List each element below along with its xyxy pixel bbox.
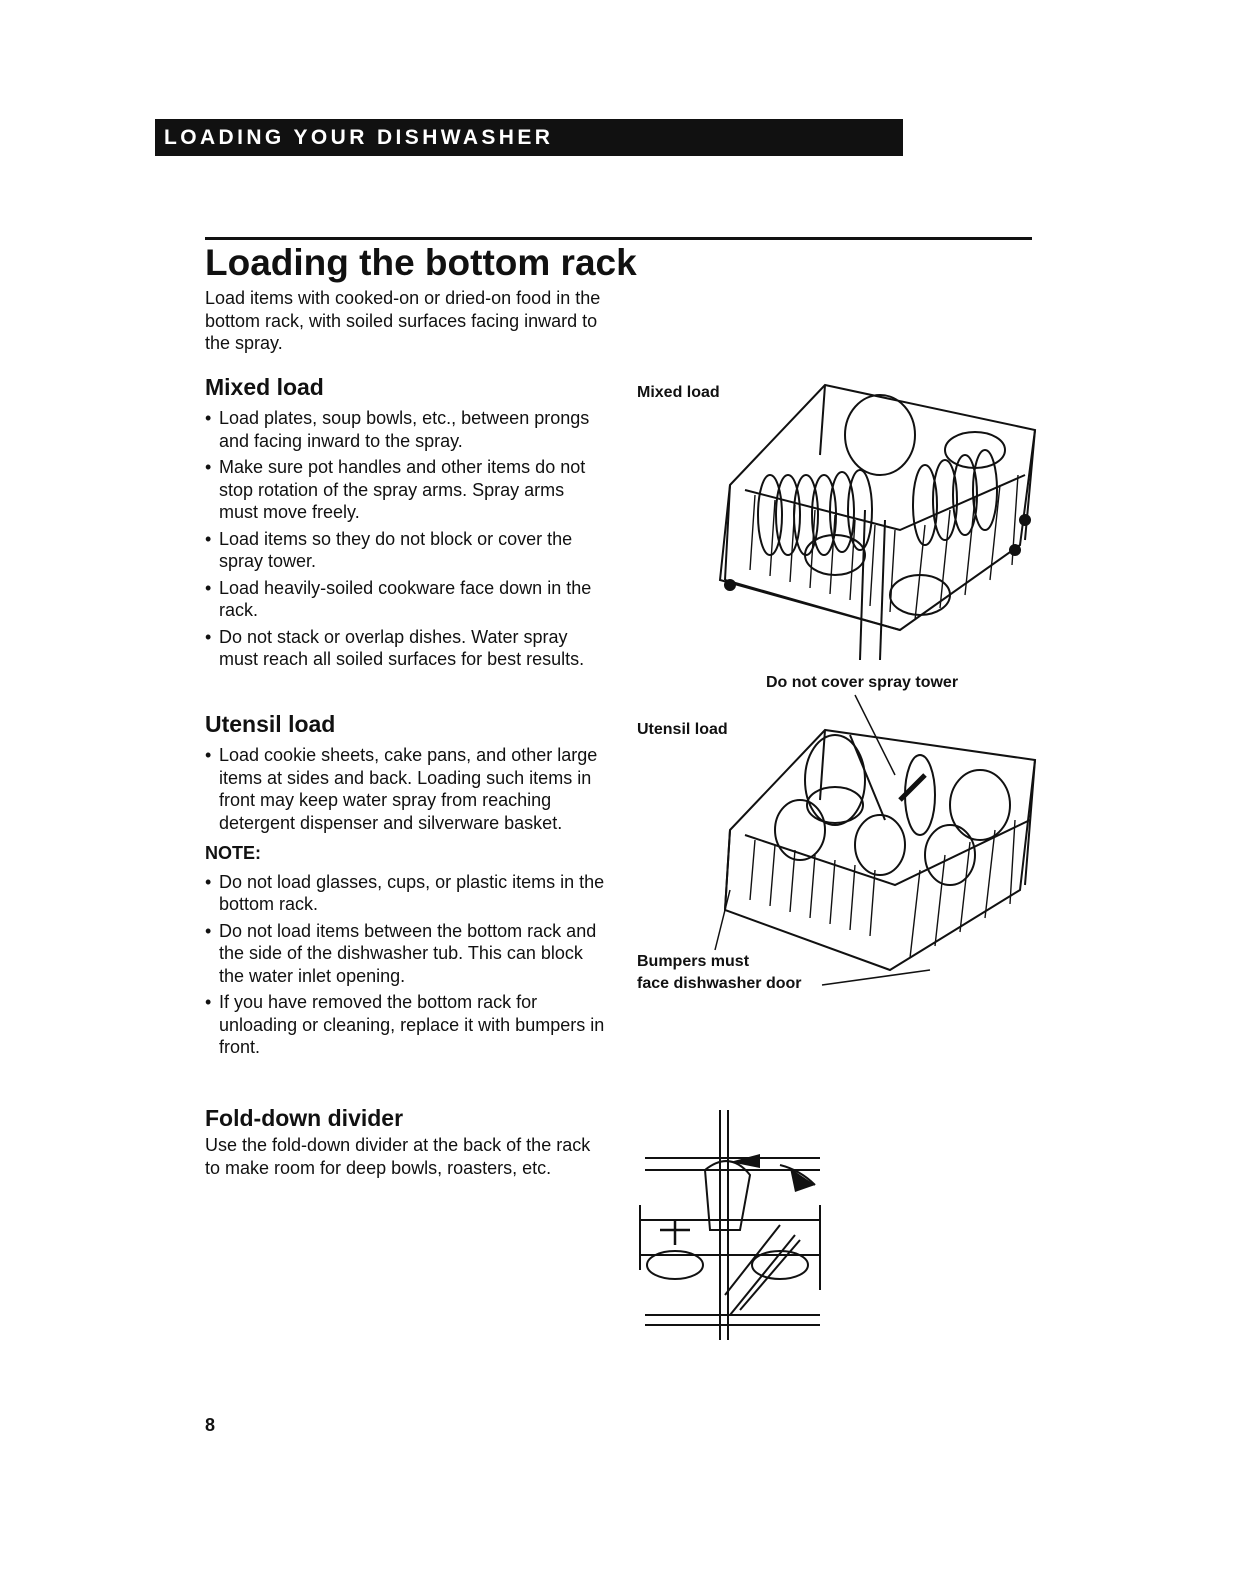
list-item: Load cookie sheets, cake pans, and other… xyxy=(205,744,605,834)
page-title: Loading the bottom rack xyxy=(205,242,637,283)
list-item: If you have removed the bottom rack for … xyxy=(205,991,605,1059)
fold-down-divider-illustration xyxy=(639,1110,821,1340)
title-rule xyxy=(205,237,1032,240)
note-label: NOTE: xyxy=(205,843,261,863)
bumpers-leader-line xyxy=(714,889,931,986)
utensil-load-figure-label: Utensil load xyxy=(637,721,728,738)
mixed-load-rack-illustration xyxy=(718,383,1037,661)
list-item: Load plates, soup bowls, etc., between p… xyxy=(205,407,605,452)
mixed-load-section: Mixed load Load plates, soup bowls, etc.… xyxy=(205,373,605,675)
fold-down-heading: Fold-down divider xyxy=(205,1105,404,1131)
mixed-load-list: Load plates, soup bowls, etc., between p… xyxy=(205,407,605,671)
mixed-load-heading: Mixed load xyxy=(205,374,324,400)
intro-paragraph: Load items with cooked-on or dried-on fo… xyxy=(205,288,601,353)
list-item: Do not load items between the bottom rac… xyxy=(205,920,605,988)
list-item: Make sure pot handles and other items do… xyxy=(205,456,605,524)
list-item: Do not load glasses, cups, or plastic it… xyxy=(205,871,605,916)
utensil-load-list: Load cookie sheets, cake pans, and other… xyxy=(205,744,605,834)
list-item: Load heavily-soiled cookware face down i… xyxy=(205,577,605,622)
list-item: Do not stack or overlap dishes. Water sp… xyxy=(205,626,605,671)
bumpers-callout-line1: Bumpers must xyxy=(637,953,750,970)
note-list: Do not load glasses, cups, or plastic it… xyxy=(205,871,605,1059)
spray-tower-callout: Do not cover spray tower xyxy=(766,674,959,691)
fold-down-section: Fold-down divider Use the fold-down divi… xyxy=(205,1104,605,1179)
page-number: 8 xyxy=(205,1415,216,1435)
mixed-load-figure-label: Mixed load xyxy=(637,384,720,401)
list-item: Load items so they do not block or cover… xyxy=(205,528,605,573)
spray-tower-leader-line xyxy=(854,694,896,776)
bumpers-callout-line2: face dishwasher door xyxy=(637,975,802,992)
fold-down-text: Use the fold-down divider at the back of… xyxy=(205,1135,591,1178)
section-banner: LOADING YOUR DISHWASHER xyxy=(155,119,903,156)
utensil-load-section: Utensil load Load cookie sheets, cake pa… xyxy=(205,710,605,1063)
utensil-load-heading: Utensil load xyxy=(205,711,336,737)
